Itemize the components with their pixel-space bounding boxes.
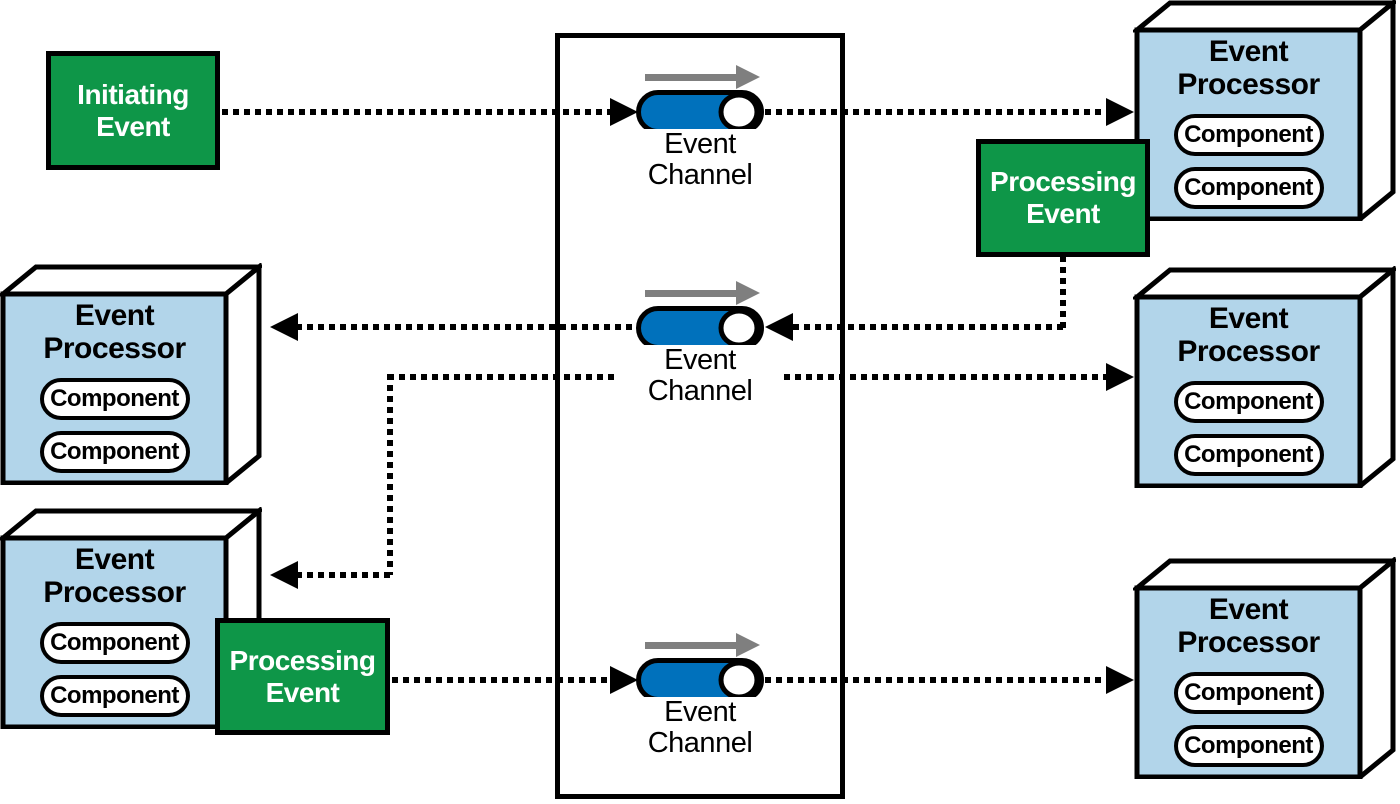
event-channel-label: Event Channel xyxy=(617,129,783,191)
arrowhead-icon xyxy=(610,666,638,694)
processing-event-box-top-right: Processing Event xyxy=(976,139,1150,257)
title-line2: Processor xyxy=(43,576,186,609)
event-processor-top-left: Event Processor Component Component xyxy=(0,263,262,485)
connector-processing-event-to-middle-channel xyxy=(793,324,1063,330)
connector-processing-event-to-bottom-channel xyxy=(392,677,612,683)
flow-direction-arrow-icon xyxy=(645,65,760,89)
component-pill: Component xyxy=(39,622,190,664)
event-processor-title: Event Processor xyxy=(1177,302,1320,368)
title-line1: Event xyxy=(74,543,155,576)
title-line1: Event xyxy=(1208,302,1289,335)
title-line2: Processor xyxy=(43,332,186,365)
title-line1: Event xyxy=(74,299,155,332)
title-line2: Processor xyxy=(1177,626,1320,659)
initiating-event-line1: Initiating xyxy=(77,78,189,110)
queue-cylinder-icon xyxy=(636,306,764,350)
event-processor-top-right: Event Processor Component Component xyxy=(1133,0,1396,221)
initiating-event-box: Initiating Event xyxy=(46,51,220,170)
event-channel-label-line2: Channel xyxy=(647,375,753,407)
arrowhead-icon xyxy=(1106,666,1134,694)
flow-direction-arrow-icon xyxy=(645,281,760,305)
arrowhead-icon xyxy=(270,313,298,341)
arrowhead-icon xyxy=(270,561,298,589)
event-channel-label-line2: Channel xyxy=(647,727,753,759)
queue-cylinder-icon xyxy=(636,658,764,702)
event-channel-label-line1: Event xyxy=(664,128,736,160)
component-pill: Component xyxy=(39,378,190,420)
title-line2: Processor xyxy=(1177,335,1320,368)
component-pill: Component xyxy=(1173,434,1324,476)
component-pill: Component xyxy=(1173,167,1324,209)
processing-event-line1: Processing xyxy=(990,166,1136,197)
processing-event-line1: Processing xyxy=(229,644,376,676)
connector-initiating-to-top-channel xyxy=(222,109,612,115)
title-line1: Event xyxy=(1208,35,1289,68)
event-channel-label: Event Channel xyxy=(617,697,783,759)
processing-event-box-bottom-left: Processing Event xyxy=(215,618,390,735)
event-processor-middle-right: Event Processor Component Component xyxy=(1133,266,1396,488)
processing-event-line2: Event xyxy=(1026,198,1100,229)
event-processor-bottom-right: Event Processor Component Component xyxy=(1133,557,1396,779)
connector-bottom-channel-to-bottom-right-processor xyxy=(765,677,1108,683)
event-channel-middle: Event Channel xyxy=(615,279,785,419)
title-line2: Processor xyxy=(1177,68,1320,101)
flow-direction-arrow-icon xyxy=(645,633,760,657)
connector-processing-event-down xyxy=(1060,256,1066,330)
event-channel-top: Event Channel xyxy=(615,63,785,203)
component-pill: Component xyxy=(39,431,190,473)
component-pill: Component xyxy=(1173,381,1324,423)
connector-branch-to-bottom-left-processor xyxy=(296,572,390,578)
component-pill: Component xyxy=(39,675,190,717)
event-channel-label-line2: Channel xyxy=(647,159,753,191)
event-processor-title: Event Processor xyxy=(43,299,186,365)
connector-top-channel-to-top-right-processor xyxy=(765,109,1108,115)
event-channel-label-line1: Event xyxy=(664,344,736,376)
component-pill: Component xyxy=(1173,114,1324,156)
initiating-event-line2: Event xyxy=(96,110,170,142)
connector-middle-channel-to-top-left-processor xyxy=(296,324,637,330)
event-processor-title: Event Processor xyxy=(1177,593,1320,659)
arrowhead-icon xyxy=(1106,98,1134,126)
component-pill: Component xyxy=(1173,725,1324,767)
processing-event-line2: Event xyxy=(265,676,340,708)
arrowhead-icon xyxy=(765,313,793,341)
arrowhead-icon xyxy=(610,98,638,126)
component-pill: Component xyxy=(1173,672,1324,714)
title-line1: Event xyxy=(1208,593,1289,626)
arrowhead-icon xyxy=(1106,363,1134,391)
event-processor-title: Event Processor xyxy=(1177,35,1320,101)
event-processor-title: Event Processor xyxy=(43,543,186,609)
event-channel-label-line1: Event xyxy=(664,696,736,728)
event-processor-bottom-left: Event Processor Component Component xyxy=(0,507,262,729)
event-channel-bottom: Event Channel xyxy=(615,631,785,771)
connector-branch-down xyxy=(387,374,393,575)
event-channel-label: Event Channel xyxy=(617,345,783,407)
